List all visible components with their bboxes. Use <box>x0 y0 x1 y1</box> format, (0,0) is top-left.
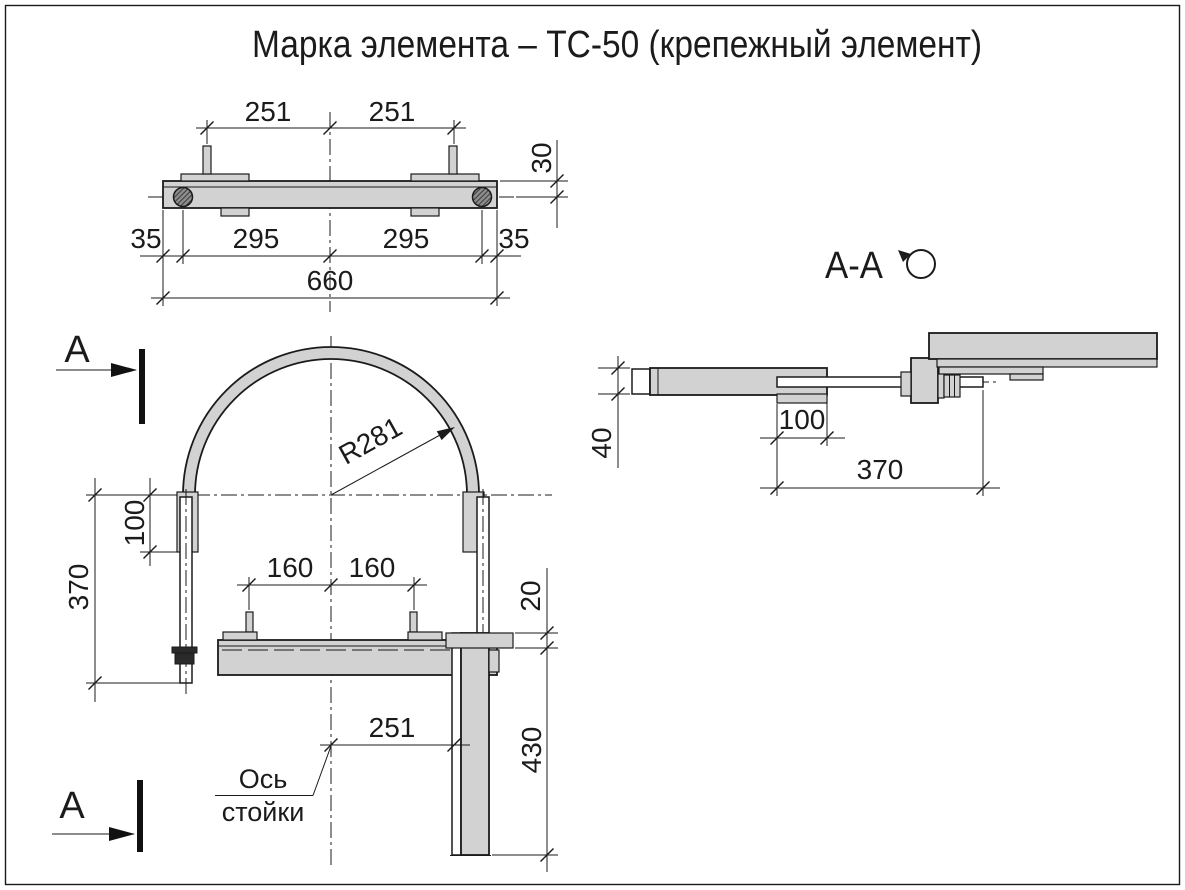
dim-160-right: 160 <box>349 552 396 583</box>
left-washer <box>171 646 198 654</box>
dim-251-right: 251 <box>369 96 416 127</box>
right-lower-tab <box>410 207 440 217</box>
dim-35-right: 35 <box>498 223 529 254</box>
section-cut-line-top <box>139 349 145 424</box>
upper-beam <box>928 332 1158 360</box>
angle-bracket <box>938 366 1044 375</box>
washer-left <box>900 371 912 397</box>
dim-251-left: 251 <box>245 96 292 127</box>
section-label-group: А-А <box>825 245 936 287</box>
post-top-flange <box>445 632 514 649</box>
right-bolt-section <box>471 186 493 208</box>
dim-20: 20 <box>515 580 546 611</box>
axis-label-line1: Ось <box>239 764 288 794</box>
dim-370-front: 370 <box>63 564 94 611</box>
radius-arrow-icon <box>436 427 455 441</box>
dim-30: 30 <box>526 142 557 173</box>
section-label: А-А <box>825 245 884 287</box>
dim-370-section: 370 <box>857 454 904 485</box>
rotation-symbol-icon <box>906 249 936 279</box>
dim-295-left: 295 <box>233 223 280 254</box>
left-bracket-foot <box>180 173 250 182</box>
front-right-bracket-leg <box>409 611 418 633</box>
section-view: 40 100 370 <box>586 332 1158 496</box>
dim-40: 40 <box>586 427 617 458</box>
section-cut-letter-bottom: А <box>59 785 85 827</box>
dim-430: 430 <box>516 727 547 774</box>
dim-295-right: 295 <box>383 223 430 254</box>
axis-label-line2: стойки <box>222 797 305 827</box>
angle-bracket-step <box>1009 373 1044 381</box>
section-cut-line-bottom <box>137 780 143 852</box>
section-cut-letter-top: А <box>64 329 90 371</box>
top-view: 251 251 30 35 295 295 35 660 <box>130 96 568 312</box>
dim-35-left: 35 <box>130 223 161 254</box>
front-view: R281 160 160 100 370 20 430 <box>52 329 558 872</box>
left-lower-tab <box>220 207 250 217</box>
dim-100-front: 100 <box>119 500 150 547</box>
threaded-rod <box>776 376 984 388</box>
left-nut <box>174 652 195 665</box>
drawing-title: Марка элемента – ТС-50 (крепежный элемен… <box>252 24 982 66</box>
right-bracket-leg <box>448 145 458 175</box>
right-bracket-foot <box>410 173 480 182</box>
front-left-bracket-leg <box>245 611 254 633</box>
section-arrow-bottom-icon <box>109 827 135 841</box>
top-view-beam <box>162 180 498 209</box>
post <box>460 632 490 856</box>
section-cut-bottom: А <box>52 780 143 852</box>
nut <box>943 374 961 398</box>
rotation-arrow-icon <box>898 250 911 262</box>
upper-beam-flange <box>936 358 1158 368</box>
beam-lower-plate <box>776 393 828 404</box>
dim-251-front: 251 <box>369 712 416 743</box>
dim-100-section: 100 <box>779 404 826 435</box>
left-bolt-section <box>172 186 194 208</box>
post-flange-plate <box>910 357 939 404</box>
front-right-bracket-foot <box>407 631 443 641</box>
beam-end-cap <box>631 368 651 395</box>
dim-660: 660 <box>307 265 354 296</box>
post-side-tab <box>488 649 500 673</box>
section-arrow-top-icon <box>111 363 137 377</box>
front-left-bracket-foot <box>222 631 258 641</box>
left-bracket-leg <box>202 145 212 175</box>
dim-160-left: 160 <box>267 552 314 583</box>
post-front-plate <box>451 632 462 856</box>
section-cut-top: А <box>56 329 145 424</box>
